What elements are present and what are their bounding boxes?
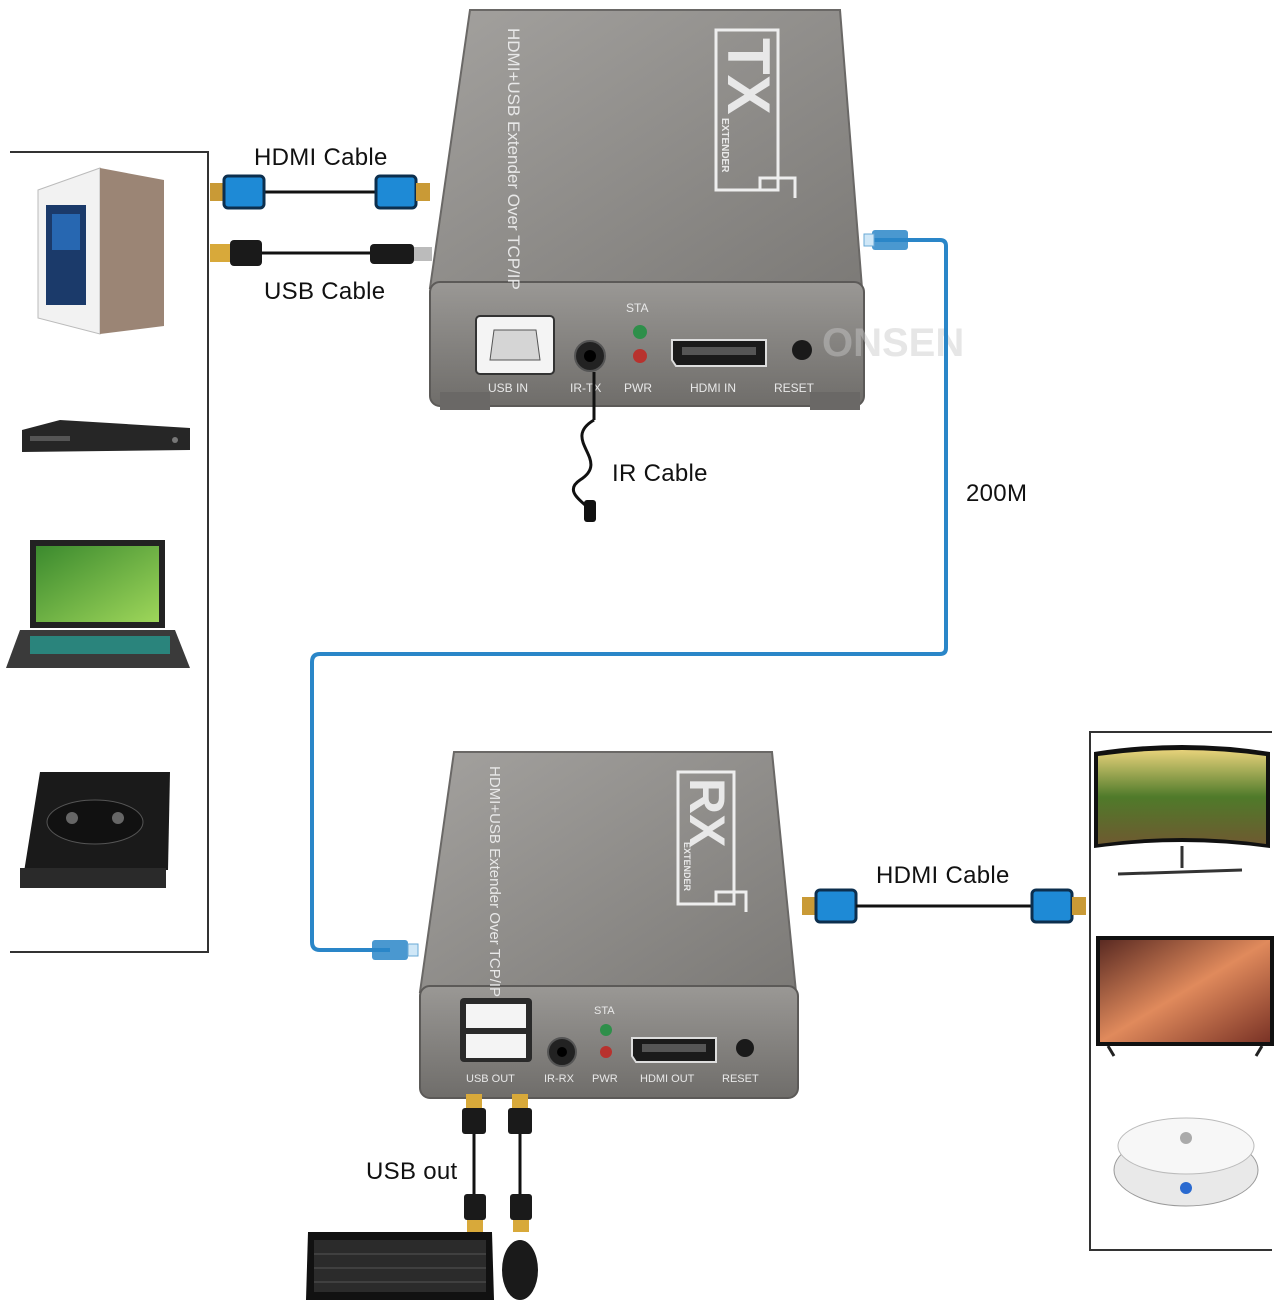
tx-title: HDMI+USB Extender Over TCP/IP bbox=[504, 28, 523, 290]
rx-usb-out-ports bbox=[460, 998, 532, 1062]
rx-port-label-reset: RESET bbox=[722, 1073, 759, 1085]
rx-led-sta-label: STA bbox=[594, 1005, 615, 1017]
mouse-icon bbox=[502, 1240, 538, 1300]
hdmi-cable-bottom-label: HDMI Cable bbox=[876, 862, 1010, 889]
tx-ir-tx-jack bbox=[574, 340, 606, 372]
tx-badge-frame bbox=[714, 28, 780, 192]
tx-port-label-hdmi: HDMI IN bbox=[690, 381, 736, 395]
tx-hdmi-in-port bbox=[671, 339, 767, 367]
rx-badge: RX bbox=[679, 778, 735, 847]
keyboard-icon bbox=[306, 1232, 494, 1300]
tx-port-label-usb: USB IN bbox=[488, 381, 528, 395]
display-devices-group bbox=[1089, 731, 1274, 1251]
rx-badge-frame bbox=[676, 770, 736, 906]
usb-out-label: USB out bbox=[366, 1158, 458, 1185]
tx-unit: TX EXTENDER HDMI+USB Extender Over TCP/I… bbox=[428, 9, 865, 410]
tx-port-label-ir: IR-TX bbox=[570, 381, 601, 395]
tx-top-surface bbox=[428, 9, 864, 289]
projector-icon bbox=[1113, 1117, 1259, 1207]
rx-reset-button bbox=[736, 1039, 754, 1057]
rx-hdmi-out-port bbox=[631, 1037, 717, 1063]
tx-led-sta-label: STA bbox=[626, 301, 648, 315]
tx-badge-sub: EXTENDER bbox=[719, 118, 730, 173]
rx-port-label-ir: IR-RX bbox=[544, 1073, 575, 1085]
watermark: ONSEN bbox=[822, 321, 964, 365]
tv-icon bbox=[1096, 936, 1274, 1057]
rx-port-label-pwr: PWR bbox=[592, 1073, 618, 1085]
game-console-icon bbox=[20, 772, 170, 888]
hdmi-cable-top-label: HDMI Cable bbox=[254, 144, 388, 171]
source-bracket bbox=[10, 151, 209, 953]
source-devices-group bbox=[6, 151, 209, 953]
tx-usb-cable bbox=[210, 240, 432, 266]
rx-sta-led bbox=[600, 1024, 612, 1036]
laptop-icon bbox=[6, 540, 190, 668]
usb-cable-label: USB Cable bbox=[264, 278, 386, 305]
tx-usb-in-port bbox=[475, 315, 555, 375]
tx-port-label-pwr: PWR bbox=[624, 381, 652, 395]
tx-port-label-reset: RESET bbox=[774, 381, 815, 395]
monitor-icon bbox=[1094, 745, 1270, 876]
rx-port-label-hdmi: HDMI OUT bbox=[640, 1073, 695, 1085]
distance-label: 200M bbox=[966, 480, 1028, 507]
tx-badge: TX bbox=[715, 38, 782, 115]
rx-top-surface bbox=[418, 751, 798, 993]
network-cable bbox=[310, 230, 948, 960]
rx-unit: RX EXTENDER HDMI+USB Extender Over TCP/I… bbox=[418, 751, 799, 1099]
rx-pwr-led bbox=[600, 1046, 612, 1058]
ir-cable-label: IR Cable bbox=[612, 460, 708, 487]
tx-sta-led bbox=[633, 325, 647, 339]
rx-title: HDMI+USB Extender Over TCP/IP bbox=[486, 766, 503, 997]
tx-pwr-led bbox=[633, 349, 647, 363]
tx-reset-button bbox=[792, 340, 812, 360]
ir-cable bbox=[571, 372, 596, 522]
usb-out-cables bbox=[462, 1094, 532, 1232]
rx-hdmi-cable bbox=[802, 888, 1086, 924]
dvd-player-icon bbox=[22, 420, 190, 452]
rx-port-label-usb: USB OUT bbox=[466, 1073, 515, 1085]
tx-hdmi-cable bbox=[210, 174, 430, 210]
rx-badge-sub: EXTENDER bbox=[682, 842, 692, 892]
display-bracket bbox=[1089, 731, 1272, 1251]
rx-ir-rx-jack bbox=[547, 1037, 577, 1067]
pc-tower-icon bbox=[37, 167, 164, 335]
